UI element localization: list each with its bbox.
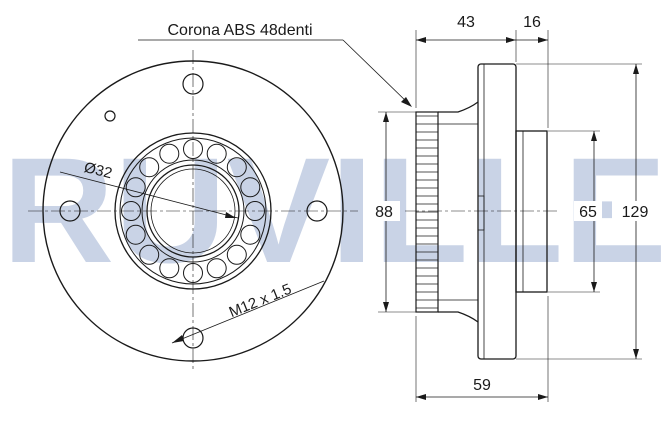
- abs-ring-teeth: [416, 115, 438, 309]
- bearing-roller: [226, 157, 247, 178]
- bearing-roller: [125, 177, 146, 198]
- bearing-roller: [183, 139, 203, 159]
- bearing-roller: [139, 244, 160, 265]
- abs-leader-arrow: [401, 97, 412, 107]
- bearing-outer-ring: [114, 132, 272, 290]
- dim-129-label-bg: [612, 201, 658, 221]
- bearing-roller: [226, 244, 247, 265]
- dim-length-total: 59: [473, 377, 491, 394]
- dim-diameter-flange: 129: [622, 204, 649, 221]
- bearing-bore: [146, 164, 240, 258]
- dim-diameter-spigot: 65: [579, 204, 597, 221]
- bearing-roller: [206, 143, 227, 164]
- bearing-roller: [240, 177, 261, 198]
- dim-88-label-bg: [372, 201, 400, 221]
- dim-59-arrow-right: [538, 394, 548, 400]
- bore-leader-line: [59, 171, 239, 219]
- dim-129-arrow-bottom: [633, 349, 639, 359]
- pilot-hole: [104, 110, 116, 122]
- bearing-roller: [121, 201, 141, 221]
- dim-16-arrow-right: [538, 37, 548, 43]
- bearing-roller: [183, 263, 203, 283]
- hub-spigot: [515, 130, 548, 293]
- watermark-text: RUVILLE: [2, 126, 667, 294]
- bearing-roller: [245, 201, 265, 221]
- dim-65-arrow-top: [591, 131, 597, 141]
- bearing-inner-race: [141, 159, 245, 263]
- bolt-hole-right: [306, 200, 328, 222]
- dim-43-arrow-right: [506, 37, 516, 43]
- bearing-outer-race: [119, 137, 267, 285]
- abs-ring-label: Corona ABS 48denti: [168, 22, 313, 39]
- bore-edge: [150, 168, 236, 254]
- bearing-roller: [139, 157, 160, 178]
- bolt-hole-top: [182, 73, 204, 95]
- brand-watermark: RUVILLE: [2, 126, 667, 294]
- bore-leader-arrow: [225, 212, 236, 218]
- bearing-roller: [125, 224, 146, 245]
- dim-88-arrow-bottom: [383, 302, 389, 312]
- thread-leader-line: [171, 280, 325, 344]
- dim-43-arrow-left: [416, 37, 426, 43]
- dim-diameter-abs: 88: [375, 204, 393, 221]
- side-view: Corona ABS 48denti: [138, 22, 560, 360]
- hub-body-inner-lines: [438, 123, 478, 301]
- dim-129-arrow-top: [633, 64, 639, 74]
- bearing-roller: [159, 258, 180, 279]
- dimensions: 43 16 88 65 129 59: [372, 14, 658, 402]
- bolt-hole-left: [59, 200, 81, 222]
- thread-leader-arrow: [172, 335, 184, 343]
- bore-diameter-label: Ø32: [82, 159, 114, 182]
- dim-65-label-bg: [574, 201, 602, 221]
- hub-body-outline: [438, 101, 479, 323]
- dim-width-flange: 16: [523, 14, 541, 31]
- hub-rib: [477, 195, 485, 231]
- dim-59-arrow-left: [416, 394, 426, 400]
- dim-65-arrow-bottom: [591, 282, 597, 292]
- bearing-rollers: [121, 139, 265, 283]
- flange-outline: [42, 60, 344, 362]
- bearing-roller: [240, 224, 261, 245]
- abs-leader-line: [342, 39, 411, 106]
- front-view: Ø32 M12 x 1.5: [28, 50, 358, 372]
- bearing-roller: [206, 258, 227, 279]
- dim-88-arrow-top: [383, 112, 389, 122]
- dim-width-overall: 43: [457, 14, 475, 31]
- bearing-roller: [159, 143, 180, 164]
